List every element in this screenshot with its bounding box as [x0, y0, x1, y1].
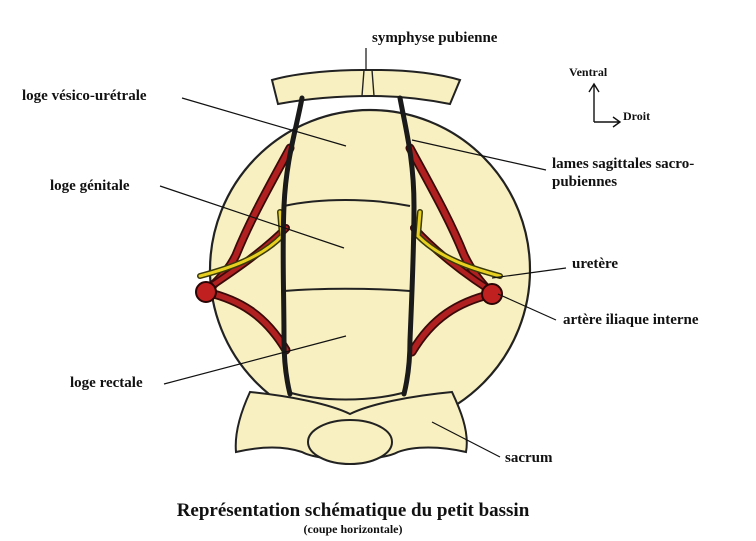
left-sagittal-lamina — [280, 95, 305, 397]
label-lames-line2: pubiennes — [552, 174, 617, 190]
caption-title: Représentation schématique du petit bass… — [177, 500, 530, 521]
label-lames-line1: lames sagittales sacro- — [552, 156, 694, 172]
compass-ventral: Ventral — [569, 65, 608, 79]
divider-rectal-posterior — [287, 391, 407, 401]
label-loge-rectale: loge rectale — [70, 375, 143, 391]
right-sagittal-lamina — [397, 95, 417, 397]
leader-lines — [159, 48, 567, 458]
divider-genital-rectal — [283, 287, 411, 292]
left-iliac-artery — [195, 281, 217, 303]
label-loge-vesico: loge vésico-urétrale — [22, 88, 147, 104]
label-sacrum: sacrum — [505, 450, 553, 466]
right-vessels — [405, 143, 503, 357]
orientation-compass: Ventral Droit — [569, 65, 650, 128]
caption-subtitle: (coupe horizontale) — [304, 522, 403, 536]
symphysis-cleft — [361, 69, 375, 97]
sacral-body — [307, 419, 393, 465]
pubic-symphysis-bone — [270, 69, 462, 106]
compass-droit: Droit — [623, 109, 650, 123]
label-artere: artère iliaque interne — [563, 312, 699, 328]
label-uretere: uretère — [572, 256, 618, 272]
right-iliac-artery — [481, 283, 503, 305]
label-loge-genitale: loge génitale — [50, 178, 130, 194]
divider-vesico-genital — [283, 199, 411, 207]
right-arrow-icon — [594, 116, 622, 128]
label-symphyse: symphyse pubienne — [372, 30, 498, 46]
ventral-arrow-icon — [588, 82, 600, 122]
